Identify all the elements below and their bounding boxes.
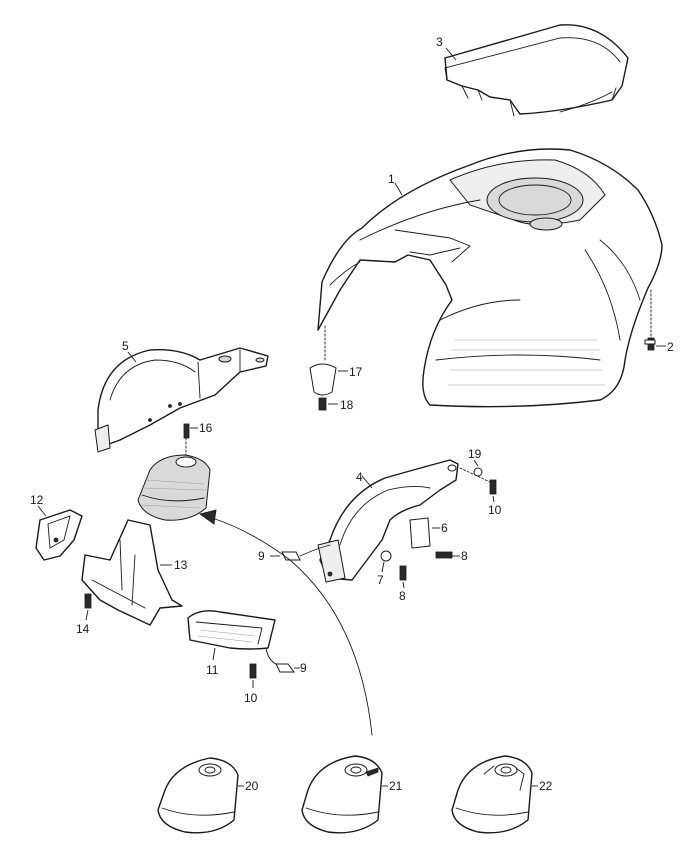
part-16-screw: 16 bbox=[183, 421, 213, 456]
center-tank-cover bbox=[137, 454, 211, 521]
part-1-main-hood: 1 bbox=[317, 148, 663, 408]
callout-21: 21 bbox=[389, 779, 403, 793]
part-4-side-fender: 4 bbox=[317, 459, 459, 583]
variant-22-tank: 22 bbox=[451, 755, 553, 834]
part-13-cover-plate: 13 bbox=[81, 519, 188, 626]
variant-arrow bbox=[199, 509, 373, 736]
callout-10-lower: 10 bbox=[244, 691, 258, 705]
variant-21-tank: 21 bbox=[301, 755, 403, 834]
callout-8-right: 8 bbox=[461, 549, 468, 563]
variant-20-tank: 20 bbox=[157, 757, 259, 834]
callout-3: 3 bbox=[436, 35, 443, 49]
callout-9-lower: 9 bbox=[300, 661, 307, 675]
callout-22: 22 bbox=[539, 779, 553, 793]
callout-13: 13 bbox=[174, 558, 188, 572]
callout-17: 17 bbox=[349, 365, 363, 379]
part-5-fender-bracket: 5 bbox=[94, 339, 269, 453]
callout-7: 7 bbox=[377, 573, 384, 587]
callout-10-upper: 10 bbox=[488, 503, 502, 517]
callout-11: 11 bbox=[206, 663, 219, 677]
part-18-screw: 18 bbox=[318, 397, 354, 412]
callout-6: 6 bbox=[441, 521, 448, 535]
callout-1: 1 bbox=[388, 172, 395, 186]
part-10-screw-upper: 10 bbox=[459, 467, 502, 517]
callout-14: 14 bbox=[76, 622, 90, 636]
part-17-bumper: 17 bbox=[309, 325, 363, 396]
part-8-bolt-right: 8 bbox=[435, 549, 468, 563]
callout-2: 2 bbox=[667, 340, 674, 354]
callout-5: 5 bbox=[122, 339, 129, 353]
part-11-panel: 11 bbox=[187, 610, 276, 677]
part-7-washer: 7 bbox=[377, 550, 392, 587]
part-3-top-lid: 3 bbox=[436, 24, 629, 117]
callout-8-lower: 8 bbox=[399, 589, 406, 603]
part-19-washer: 19 bbox=[468, 447, 483, 477]
part-9-clip-lower: 9 bbox=[265, 647, 307, 675]
part-12-clip: 12 bbox=[30, 493, 83, 561]
part-10-screw-lower: 10 bbox=[244, 663, 258, 705]
callout-16: 16 bbox=[199, 421, 213, 435]
part-8-bolt-lower: 8 bbox=[399, 565, 407, 603]
callout-4: 4 bbox=[356, 470, 363, 484]
callout-9-upper: 9 bbox=[258, 549, 265, 563]
callout-12: 12 bbox=[30, 493, 44, 507]
part-9-clip-upper: 9 bbox=[258, 544, 331, 563]
callout-20: 20 bbox=[245, 779, 259, 793]
callout-19: 19 bbox=[468, 447, 482, 461]
part-14-screw: 14 bbox=[76, 593, 92, 636]
callout-18: 18 bbox=[340, 398, 354, 412]
part-6-bracket: 6 bbox=[409, 517, 448, 549]
part-2-screw: 2 bbox=[644, 289, 674, 354]
